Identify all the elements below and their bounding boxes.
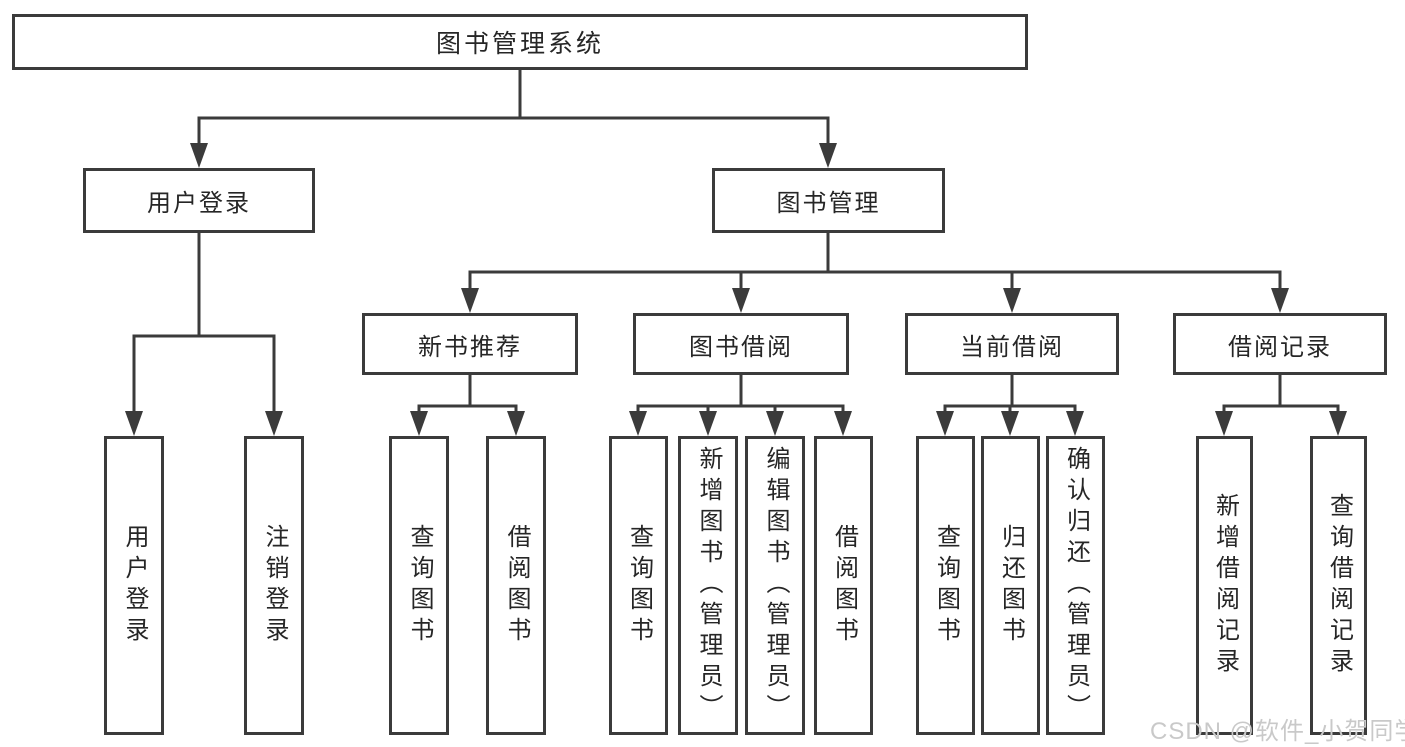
node-query-borrow-record: 查询借阅记录 (1310, 436, 1367, 735)
node-label: 用户登录 (121, 523, 148, 648)
connector-book-borrowing-to-children (636, 373, 845, 418)
node-label: 当前借阅 (960, 333, 1064, 361)
node-label: 确认归还（管理员） (1062, 446, 1090, 725)
node-return-books: 归还图书 (981, 436, 1040, 735)
node-label: 借阅图书 (503, 523, 530, 648)
connector-root-to-level2 (197, 68, 830, 150)
node-label: 新书推荐 (418, 333, 522, 361)
connector-new-book-rec-to-children (417, 373, 518, 418)
node-query-books-current: 查询图书 (916, 436, 975, 735)
arrow-down-icon (265, 411, 283, 436)
node-book-borrowing: 图书借阅 (633, 313, 849, 375)
node-new-book-recommendation: 新书推荐 (362, 313, 578, 375)
node-confirm-return-admin: 确认归还（管理员） (1046, 436, 1105, 735)
node-label: 查询图书 (406, 523, 433, 648)
arrow-down-icon (1003, 288, 1021, 313)
node-user-login: 用户登录 (83, 168, 315, 233)
node-query-books-borrow: 查询图书 (609, 436, 668, 735)
arrow-down-icon (1271, 288, 1289, 313)
arrow-down-icon (125, 411, 143, 436)
connector-borrow-records-to-children (1222, 373, 1340, 418)
node-label: 图书借阅 (689, 333, 793, 361)
node-label: 查询借阅记录 (1325, 492, 1353, 679)
node-query-books-rec: 查询图书 (389, 436, 449, 735)
node-label: 图书管理系统 (435, 30, 604, 58)
node-label: 编辑图书（管理员） (762, 446, 789, 725)
node-borrow-books-rec: 借阅图书 (486, 436, 546, 735)
node-add-borrow-record: 新增借阅记录 (1196, 436, 1253, 735)
arrow-down-icon (461, 288, 479, 313)
arrow-down-icon (732, 288, 750, 313)
arrowheads (125, 143, 1347, 436)
arrow-down-icon (699, 411, 717, 436)
arrow-down-icon (819, 143, 837, 168)
node-label: 借阅图书 (830, 523, 858, 648)
arrow-down-icon (1001, 411, 1019, 436)
arrow-down-icon (507, 411, 525, 436)
arrow-down-icon (629, 411, 647, 436)
arrow-down-icon (936, 411, 954, 436)
csdn-watermark: CSDN @软件_小贺同学 (1150, 718, 1405, 745)
node-user-login-leaf: 用户登录 (104, 436, 164, 735)
node-label: 借阅记录 (1228, 333, 1332, 361)
node-book-management: 图书管理 (712, 168, 945, 233)
arrow-down-icon (410, 411, 428, 436)
node-book-management-system: 图书管理系统 (12, 14, 1028, 70)
connector-book-management-to-children (468, 231, 1282, 295)
arrow-down-icon (766, 411, 784, 436)
arrow-down-icon (1215, 411, 1233, 436)
node-label: 图书管理 (776, 190, 881, 217)
arrow-down-icon (1066, 411, 1084, 436)
node-borrowing-records: 借阅记录 (1173, 313, 1387, 375)
node-label: 新增借阅记录 (1211, 492, 1239, 679)
arrow-down-icon (1329, 411, 1347, 436)
arrow-down-icon (190, 143, 208, 168)
node-label: 用户登录 (147, 190, 251, 217)
node-edit-books-admin: 编辑图书（管理员） (745, 436, 805, 735)
node-label: 查询图书 (625, 523, 653, 648)
connector-current-borrowing-to-children (943, 373, 1077, 418)
node-label: 新增图书（管理员） (695, 446, 722, 725)
connector-user-login-to-children (132, 231, 276, 418)
node-current-borrowing: 当前借阅 (905, 313, 1119, 375)
node-label: 查询图书 (932, 523, 960, 648)
node-logout: 注销登录 (244, 436, 304, 735)
node-add-books-admin: 新增图书（管理员） (678, 436, 738, 735)
node-label: 注销登录 (261, 523, 288, 648)
node-label: 归还图书 (997, 523, 1025, 648)
arrow-down-icon (834, 411, 852, 436)
node-borrow-books-leaf: 借阅图书 (814, 436, 873, 735)
